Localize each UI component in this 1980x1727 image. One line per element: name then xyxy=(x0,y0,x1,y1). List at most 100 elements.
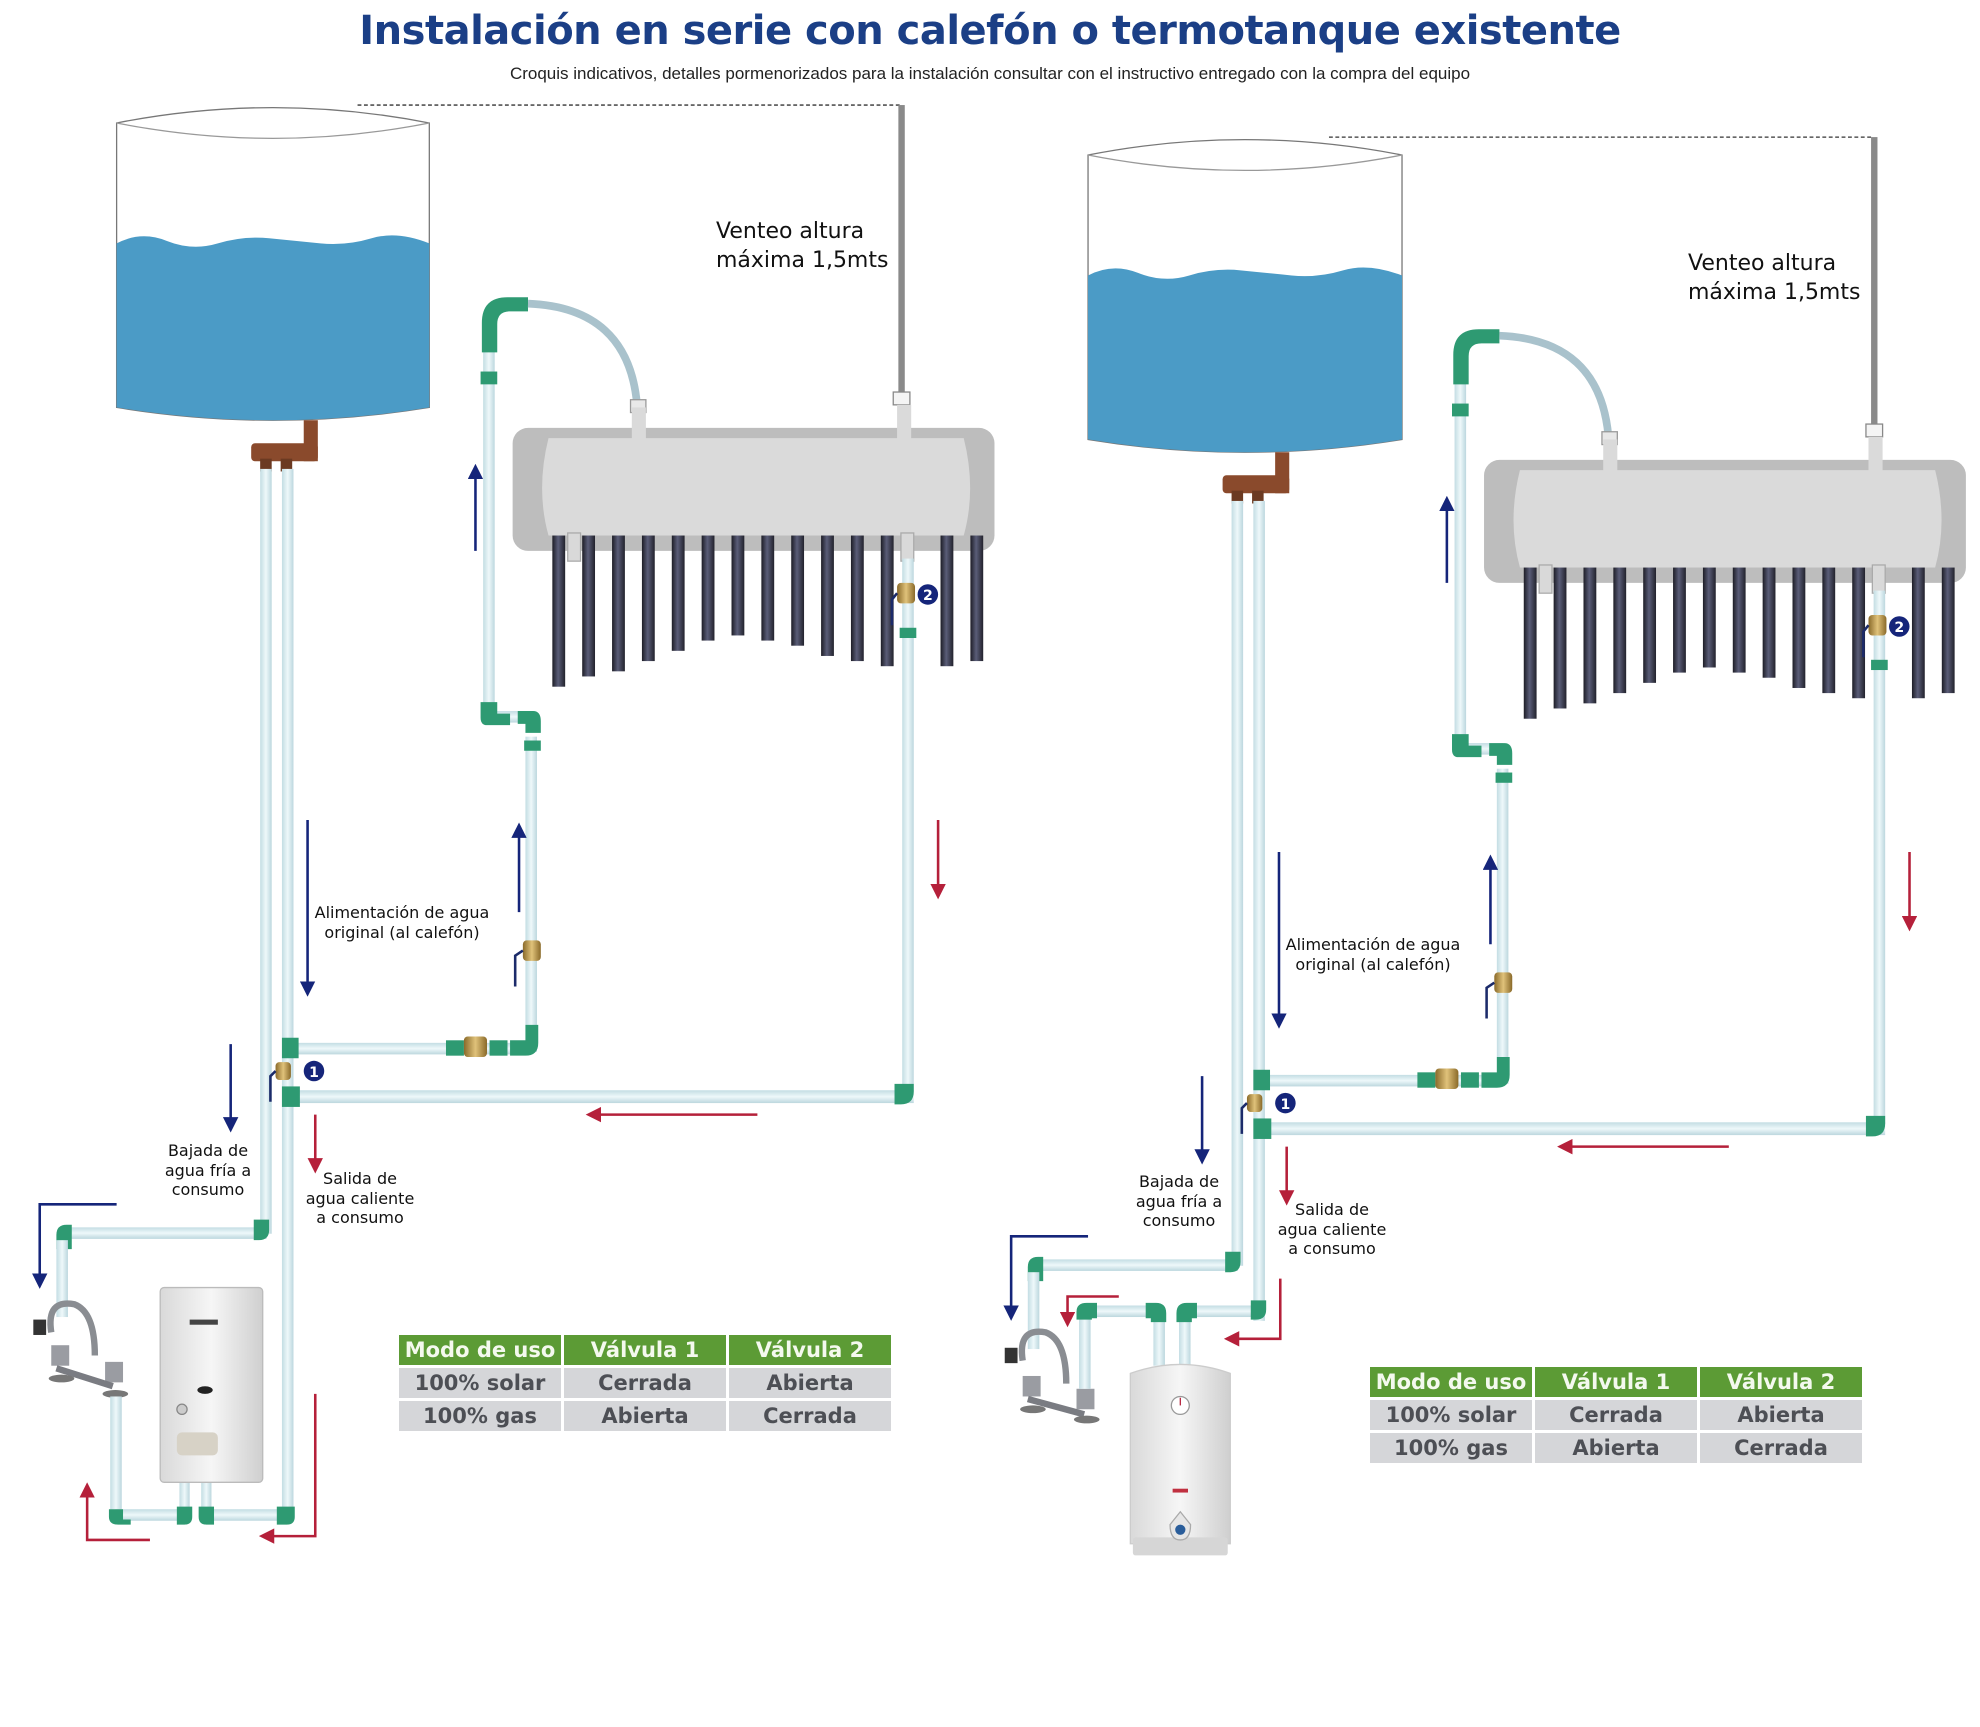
table-cell: Cerrada xyxy=(564,1368,726,1398)
venteo-label-line: máxima 1,5mts xyxy=(716,247,889,273)
fitting xyxy=(524,740,541,751)
salida-label-line: Salida de xyxy=(323,1169,397,1188)
flex-hose xyxy=(527,299,641,404)
page-title: Instalación en serie con calefón o termo… xyxy=(359,8,1621,54)
valve-2-number: 2 xyxy=(923,588,933,604)
vacuum-tube xyxy=(1941,567,1955,694)
vacuum-tube xyxy=(1583,567,1597,704)
elbow-fitting xyxy=(1250,1300,1267,1320)
table-cell: 100% solar xyxy=(1370,1400,1532,1430)
vacuum-tube xyxy=(1732,567,1746,673)
salida-label-line: a consumo xyxy=(316,1208,404,1228)
valve-1-badge xyxy=(1275,1092,1296,1114)
elbow-fitting xyxy=(1453,329,1500,385)
elbow-fitting xyxy=(1145,1302,1167,1323)
vacuum-tube xyxy=(701,535,715,641)
elbow-fitting xyxy=(1176,1302,1197,1323)
elbow-fitting xyxy=(1452,734,1482,758)
alimentacion-label: Alimentación de agua original (al calefó… xyxy=(312,903,492,942)
elbow-fitting xyxy=(510,1024,539,1056)
pipe xyxy=(110,1396,122,1519)
bajada-label-line: Bajada de xyxy=(1138,1172,1220,1191)
vacuum-tube xyxy=(821,535,834,656)
salida-label: Salida de agua caliente a consumo xyxy=(1272,1200,1392,1259)
fitting xyxy=(1495,772,1513,783)
vacuum-tube xyxy=(880,535,894,667)
table-cell: Abierta xyxy=(1700,1400,1862,1430)
hot-flow-arrow xyxy=(1223,1278,1282,1347)
venteo-label-line: Venteo altura xyxy=(716,219,865,244)
pipe xyxy=(290,1090,914,1104)
valve-2-badge xyxy=(917,584,939,605)
alimentacion-label-line: Alimentación de agua xyxy=(1285,935,1461,954)
pipe xyxy=(205,1509,290,1521)
alimentacion-label-line: Alimentación de agua xyxy=(314,903,490,922)
fitting xyxy=(1253,1069,1271,1091)
hot-flow-arrow xyxy=(79,1482,150,1542)
elbow-fitting xyxy=(1076,1302,1098,1320)
vacuum-tubes xyxy=(1523,567,1955,719)
bajada-label-line: agua fría a xyxy=(1135,1191,1223,1211)
table-cell: Cerrada xyxy=(1535,1400,1697,1430)
elbow-fitting xyxy=(480,702,511,726)
pipe xyxy=(1262,1122,1886,1136)
fitting xyxy=(1417,1072,1436,1088)
valve-2-badge xyxy=(1889,616,1910,637)
elbow-fitting xyxy=(894,1083,914,1105)
vacuum-tube xyxy=(1702,567,1716,668)
vent-pipe xyxy=(898,105,905,398)
elbow-fitting xyxy=(198,1506,215,1525)
table-cell: Abierta xyxy=(1535,1433,1697,1463)
cold-flow-arrow xyxy=(1003,1235,1089,1321)
fitting xyxy=(1871,659,1888,671)
vacuum-tube xyxy=(671,535,685,651)
vacuum-tube xyxy=(791,535,805,646)
ball-valve xyxy=(1868,614,1887,636)
table-row: 100% gas Abierta Cerrada xyxy=(1370,1433,1862,1463)
vacuum-tube xyxy=(1553,567,1567,709)
hot-flow-arrow xyxy=(258,1393,317,1544)
pipe xyxy=(115,1509,190,1521)
pipe xyxy=(1084,1305,1162,1318)
fitting xyxy=(445,1040,464,1056)
table-cell: Abierta xyxy=(729,1368,891,1398)
table-cell: Abierta xyxy=(564,1401,726,1431)
fitting xyxy=(480,371,498,385)
electric-tank-heater xyxy=(1129,1363,1231,1556)
elbow-fitting xyxy=(108,1509,131,1525)
table-row: 100% solar Cerrada Abierta xyxy=(1370,1400,1862,1430)
ball-valve xyxy=(463,1036,487,1057)
bajada-label: Bajada de agua fría a consumo xyxy=(1129,1172,1229,1231)
vent-pipe xyxy=(1871,137,1878,430)
fitting xyxy=(1253,1118,1272,1139)
page-subtitle: Croquis indicativos, detalles pormenoriz… xyxy=(509,64,1471,83)
venteo-label: Venteo altura máxima 1,5mts xyxy=(1688,250,1860,307)
ball-valve xyxy=(1246,1094,1263,1113)
elbow-fitting xyxy=(1225,1251,1241,1273)
pipe xyxy=(525,736,537,1052)
elbow-fitting xyxy=(253,1219,270,1241)
elbow-fitting xyxy=(276,1506,295,1525)
vacuum-tube xyxy=(940,535,954,667)
bajada-label-line: agua fría a xyxy=(164,1160,252,1180)
pipe xyxy=(1454,358,1467,750)
elbow-fitting xyxy=(517,711,541,733)
vacuum-tube xyxy=(1852,567,1866,699)
vacuum-tube xyxy=(1673,567,1686,673)
pipe xyxy=(1496,768,1509,1084)
bajada-label-line: Bajada de xyxy=(167,1141,249,1160)
elbow-fitting xyxy=(1489,743,1513,765)
table-row: 100% gas Abierta Cerrada xyxy=(399,1401,891,1431)
fitting xyxy=(281,1037,299,1059)
table-row: 100% solar Cerrada Abierta xyxy=(399,1368,891,1398)
fitting xyxy=(1452,403,1469,417)
pipe xyxy=(56,1240,68,1318)
vacuum-tube xyxy=(1911,567,1925,699)
vacuum-tube xyxy=(1792,567,1806,688)
water-fill xyxy=(116,235,430,421)
valve-2-number: 2 xyxy=(1894,620,1904,636)
pipe xyxy=(179,1479,190,1519)
venteo-label: Venteo altura máxima 1,5mts xyxy=(716,218,888,275)
vacuum-tube xyxy=(612,535,625,672)
column-header: Válvula 2 xyxy=(1700,1367,1862,1397)
